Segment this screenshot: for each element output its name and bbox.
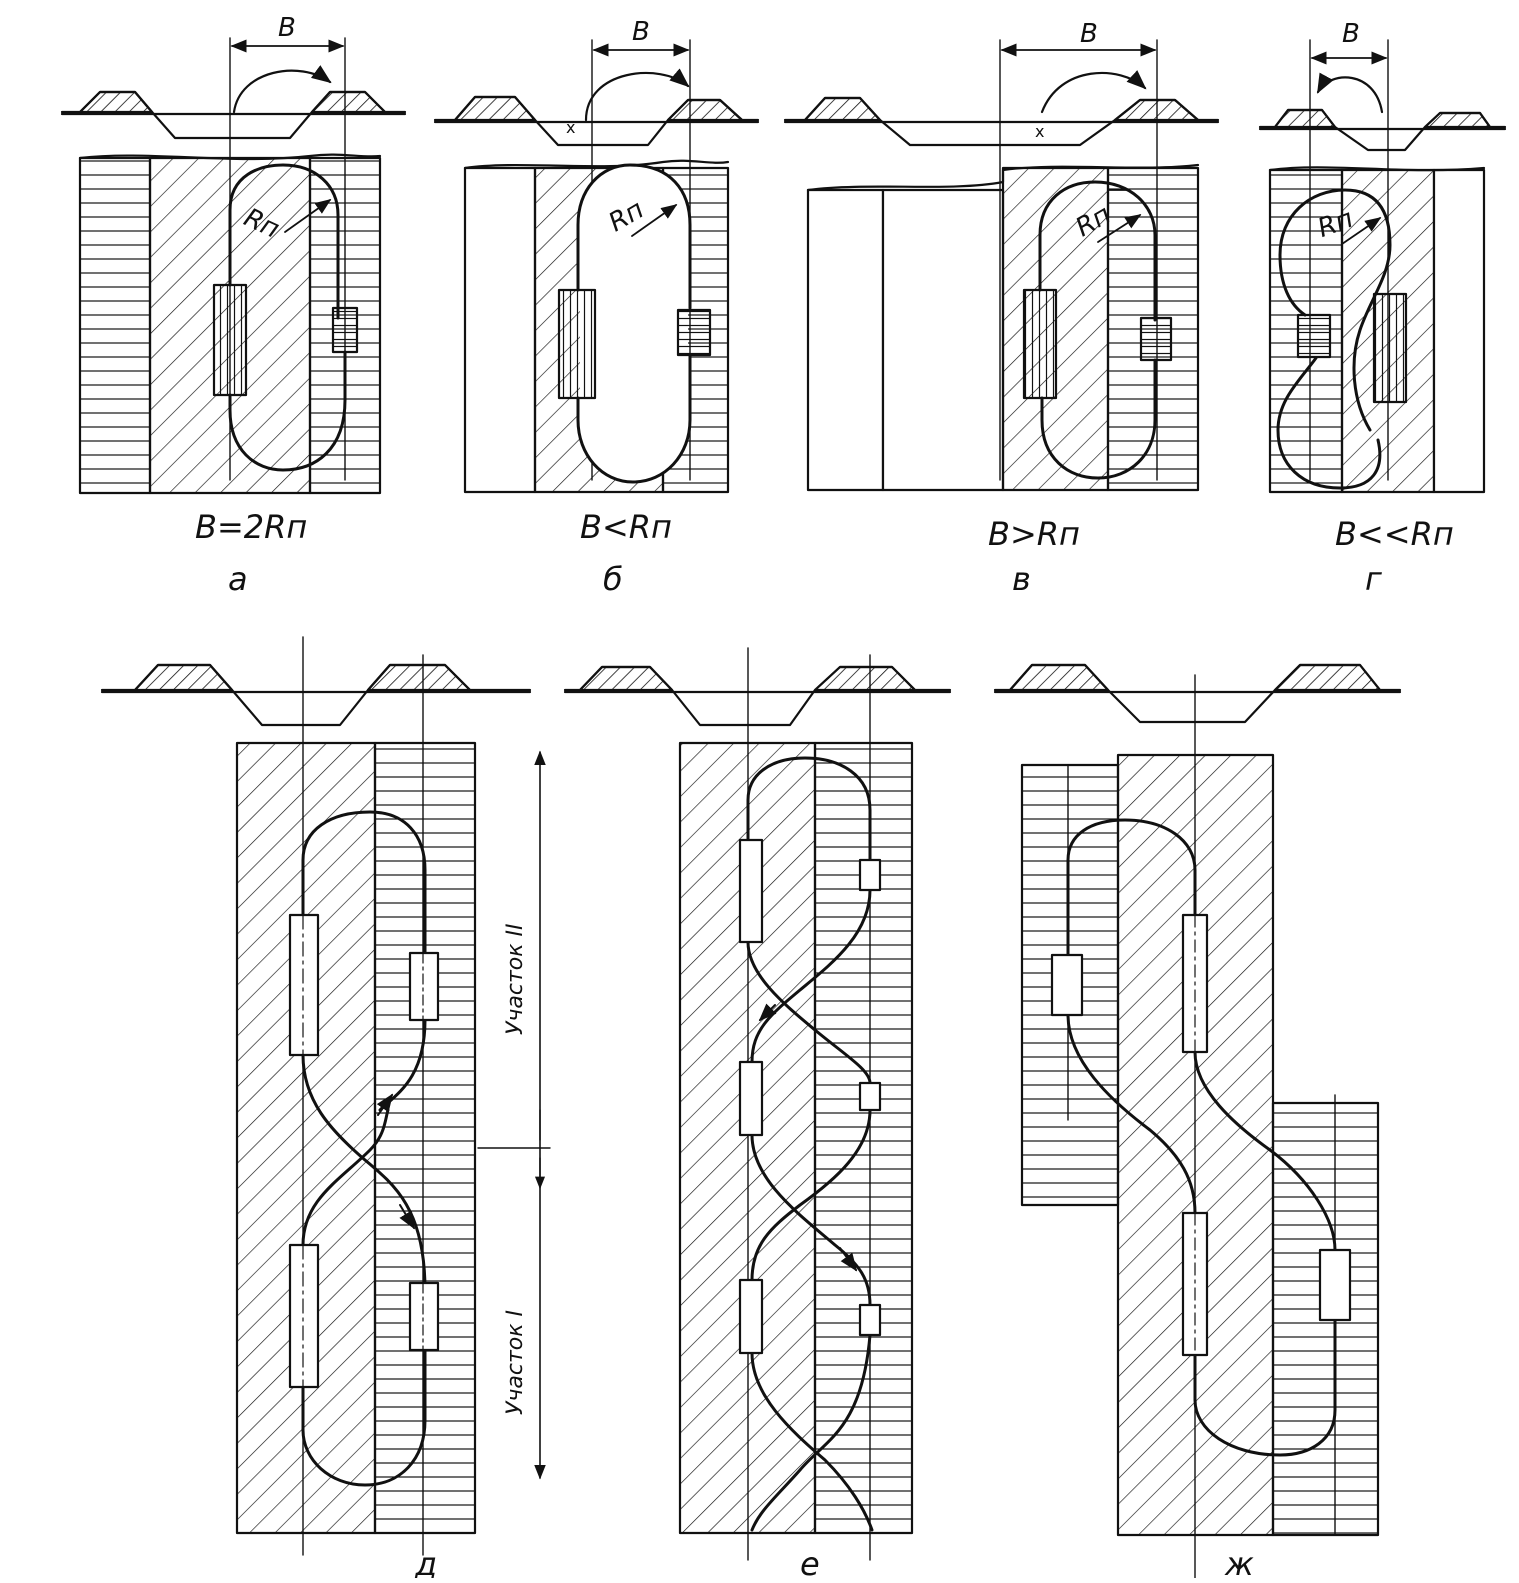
formula-a: B=2Rп [195, 508, 307, 546]
panel-e [563, 647, 952, 1561]
mark-x-b: x [566, 118, 575, 137]
spoil-heap-right-b [666, 98, 744, 122]
route-arrow-down-e [839, 1247, 858, 1272]
spoil-heap-right-a [310, 90, 387, 114]
spoil-heap-right-zh [1273, 663, 1382, 692]
travel-route-zh [1066, 818, 1337, 1457]
excavator-b [557, 288, 597, 400]
excavator-3-e [738, 1278, 764, 1355]
dump-vehicle-v [1139, 316, 1173, 362]
formula-v: B>Rп [988, 515, 1080, 553]
travel-route-e [746, 756, 874, 1532]
strip-white-2-v [881, 188, 1005, 492]
dump-vehicle-upper-d [408, 951, 440, 1022]
radius-line-g [1341, 217, 1382, 245]
panel-g [1258, 39, 1507, 494]
travel-route-v [1038, 180, 1157, 480]
plan-top-edge-v [806, 163, 1200, 192]
spoil-heap-left-b [453, 95, 537, 122]
dim-label-g: B [1342, 19, 1360, 49]
panel-d [100, 636, 550, 1556]
radius-line-v [1097, 214, 1142, 243]
strip-right-g [1432, 168, 1486, 494]
panel-b: x [433, 39, 760, 494]
dump-vehicle-1-e [858, 858, 882, 892]
dump-vehicle-b [676, 308, 712, 357]
spoil-heap-right-g [1423, 111, 1492, 129]
spoil-heap-left-v [803, 96, 882, 122]
spoil-heap-left-d [133, 663, 234, 692]
letter-a: а [228, 560, 248, 598]
excavator-g [1372, 292, 1408, 404]
spoil-heap-right-e [813, 665, 917, 692]
excavator-lower-d [288, 1243, 320, 1389]
travel-route-a [228, 163, 347, 472]
panel-v: x [783, 39, 1220, 492]
strip-left-a [78, 156, 152, 495]
spoil-heap-left-e [578, 665, 674, 692]
letter-g: г [1365, 560, 1382, 598]
route-arrow-up-d [376, 1093, 394, 1116]
dump-vehicle-lower-zh [1318, 1248, 1352, 1322]
excavator-upper-d [288, 913, 320, 1057]
letter-b: б [603, 560, 623, 598]
formula-g: B<<Rп [1335, 515, 1454, 553]
spoil-heap-left-a [78, 90, 154, 114]
plan-top-edge-a [78, 153, 382, 161]
letter-zh: ж [1224, 1545, 1254, 1578]
strip-left-b [463, 166, 537, 494]
section-label-1-d: Участок I [503, 1310, 528, 1415]
dump-vehicle-upper-zh [1050, 953, 1084, 1017]
route-arrow-down-d [399, 1204, 415, 1230]
excavator-a [212, 283, 248, 397]
letter-e: е [800, 1545, 820, 1578]
dim-label-b: B [632, 17, 650, 47]
turn-arrow-g [1316, 72, 1384, 114]
dim-label-a: B [278, 13, 296, 43]
dump-vehicle-2-e [858, 1081, 882, 1112]
letter-d: д [414, 1545, 437, 1578]
dump-vehicle-g [1296, 313, 1332, 359]
turn-arrow-v [1040, 70, 1147, 114]
travel-route-d [301, 810, 427, 1487]
formula-b: B<Rп [580, 508, 672, 546]
mark-x-v: x [1035, 122, 1044, 141]
travel-route-g [1276, 188, 1392, 490]
strip-white-1-v [806, 188, 885, 492]
excavator-2-e [738, 1060, 764, 1137]
section-label-2-d: Участок II [503, 923, 528, 1035]
turn-arrow-b [584, 68, 690, 122]
spoil-heap-left-g [1273, 108, 1337, 129]
excavator-1-e [738, 838, 764, 944]
plan-top-edge-g [1268, 166, 1486, 172]
radius-line-a [284, 199, 332, 233]
excavator-lower-zh [1181, 1211, 1209, 1357]
dump-vehicle-lower-d [408, 1281, 440, 1352]
turn-arrow-a [232, 65, 332, 114]
spoil-heap-right-d [366, 663, 472, 692]
spoil-heap-left-zh [1008, 663, 1110, 692]
dump-vehicle-a [331, 306, 359, 354]
strip-step-v [1107, 167, 1129, 191]
panel-zh [993, 663, 1402, 1579]
dim-label-v: B [1080, 19, 1098, 49]
letter-v: в [1012, 560, 1031, 598]
dump-vehicle-3-e [858, 1303, 882, 1337]
panel-a [60, 37, 407, 495]
radius-line-b [631, 204, 678, 237]
loop-interior-b [580, 168, 688, 479]
strip-middle-d [235, 741, 377, 1535]
excavator-v [1022, 288, 1058, 400]
route-arrow-up-e [758, 1003, 777, 1022]
